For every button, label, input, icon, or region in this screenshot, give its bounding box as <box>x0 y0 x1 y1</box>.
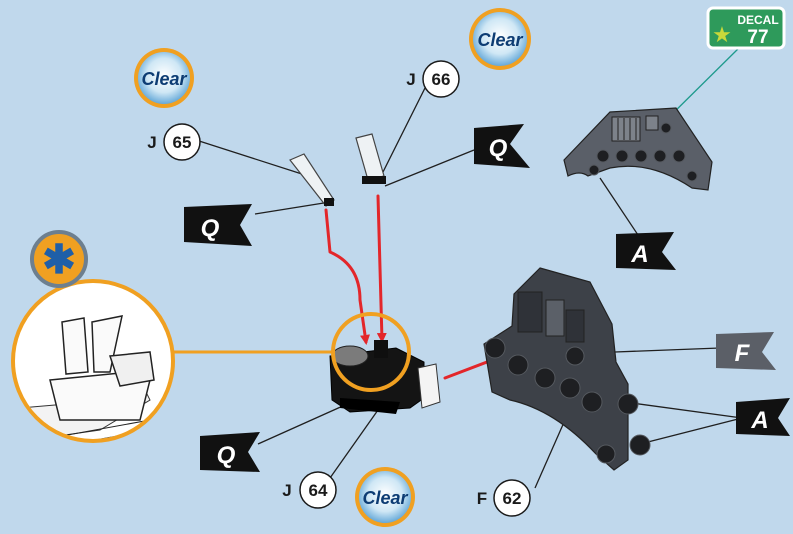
flag-a-right: A <box>736 398 790 436</box>
flag-q-upper-left: Q <box>184 204 252 246</box>
part-callout-66: J 66 <box>406 60 460 98</box>
leader-a-right-2 <box>639 417 743 445</box>
clear-part-65 <box>289 153 335 207</box>
part-number: 62 <box>503 489 522 508</box>
part-callout-62: F 62 <box>477 479 531 517</box>
part-letter: J <box>282 481 291 500</box>
leader-q-upper-left <box>254 201 331 215</box>
clear-badge-upper-left: Clear <box>134 48 194 108</box>
part-number: 64 <box>309 481 328 500</box>
instrument-panel-part <box>483 267 651 471</box>
decal-star-icon: ★ <box>712 22 732 47</box>
flag-q-lower: Q <box>200 432 260 472</box>
clear-badge-label: Clear <box>141 69 187 89</box>
leader-62 <box>534 419 566 489</box>
flag-letter: A <box>630 241 648 268</box>
part-callout-64: J 64 <box>282 471 337 509</box>
flag-q-upper-right: Q <box>474 124 530 168</box>
leader-a-upper <box>599 177 641 239</box>
flag-letter: Q <box>201 215 220 242</box>
asterisk-badge: ✱ <box>30 230 88 288</box>
detail-zoom-circle <box>11 279 175 443</box>
decal-word: DECAL <box>737 13 778 27</box>
decal-panel-part <box>563 107 713 191</box>
decal-badge: ★ DECAL 77 <box>706 6 786 50</box>
part-callout-65: J 65 <box>147 123 201 161</box>
part-number: 66 <box>432 70 451 89</box>
flag-letter: Q <box>489 135 508 162</box>
flag-letter: F <box>735 340 751 367</box>
part-letter: J <box>147 133 156 152</box>
leader-q-upper-right <box>384 149 475 187</box>
flag-letter: A <box>750 407 768 434</box>
clear-badge-label: Clear <box>477 30 523 50</box>
part-letter: J <box>406 70 415 89</box>
seat-part <box>329 340 441 414</box>
leader-65 <box>195 139 306 176</box>
flag-f-right: F <box>716 332 776 370</box>
flag-letter: Q <box>217 442 236 469</box>
leader-a-right-1 <box>631 402 743 419</box>
part-letter: F <box>477 489 487 508</box>
leader-f-right <box>614 347 721 353</box>
flag-a-upper: A <box>616 232 676 270</box>
asterisk-icon: ✱ <box>42 238 76 282</box>
leader-q-lower <box>257 404 346 445</box>
part-number: 65 <box>173 133 192 152</box>
assembly-arrow-65 <box>324 208 370 345</box>
leader-66 <box>382 87 426 173</box>
assembly-arrow-66 <box>376 194 387 343</box>
clear-part-66 <box>355 133 386 184</box>
leader-64 <box>329 409 379 479</box>
clear-badge-label: Clear <box>362 488 408 508</box>
decal-number: 77 <box>747 27 768 48</box>
clear-badge-bottom: Clear <box>355 467 415 527</box>
clear-badge-upper-right: Clear <box>469 8 531 70</box>
highlight-circle <box>331 312 411 392</box>
